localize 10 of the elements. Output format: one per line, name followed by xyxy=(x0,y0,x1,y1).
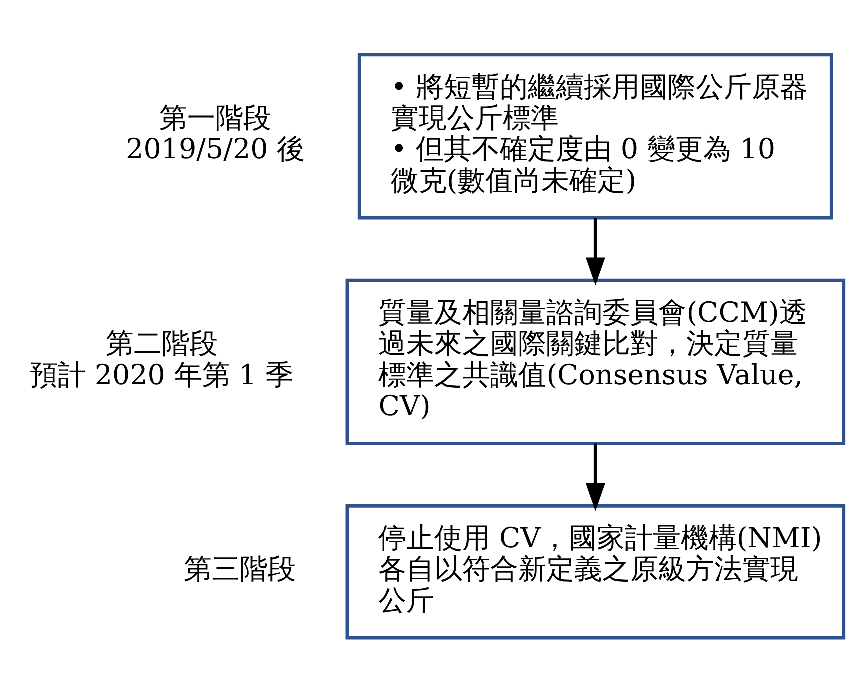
node-label: 第一階段 xyxy=(160,101,272,134)
node-box: • 將短暫的繼續採用國際公斤原器實現公斤標準 • 但其不確定度由 0 變更為 10 微克(數值尚未確定) xyxy=(358,53,834,220)
arrow xyxy=(586,218,606,286)
node-label: 預計 2020 年第 1 季 xyxy=(30,358,294,392)
arrow xyxy=(586,444,606,512)
node-label: 2019/5/20 後 xyxy=(126,132,306,166)
node-box: 質量及相關量諮詢委員會(CCM)透過未來之國際關鍵比對，決定質量標準之共識值(Consensus Value, CV) xyxy=(346,278,846,446)
node-box: 停止使用 CV，國家計量機構(NMI)各自以符合新定義之原級方法實現公斤 xyxy=(346,504,846,640)
node-label: 第三階段 xyxy=(184,552,296,586)
node-label: 第二階段 xyxy=(106,327,218,360)
